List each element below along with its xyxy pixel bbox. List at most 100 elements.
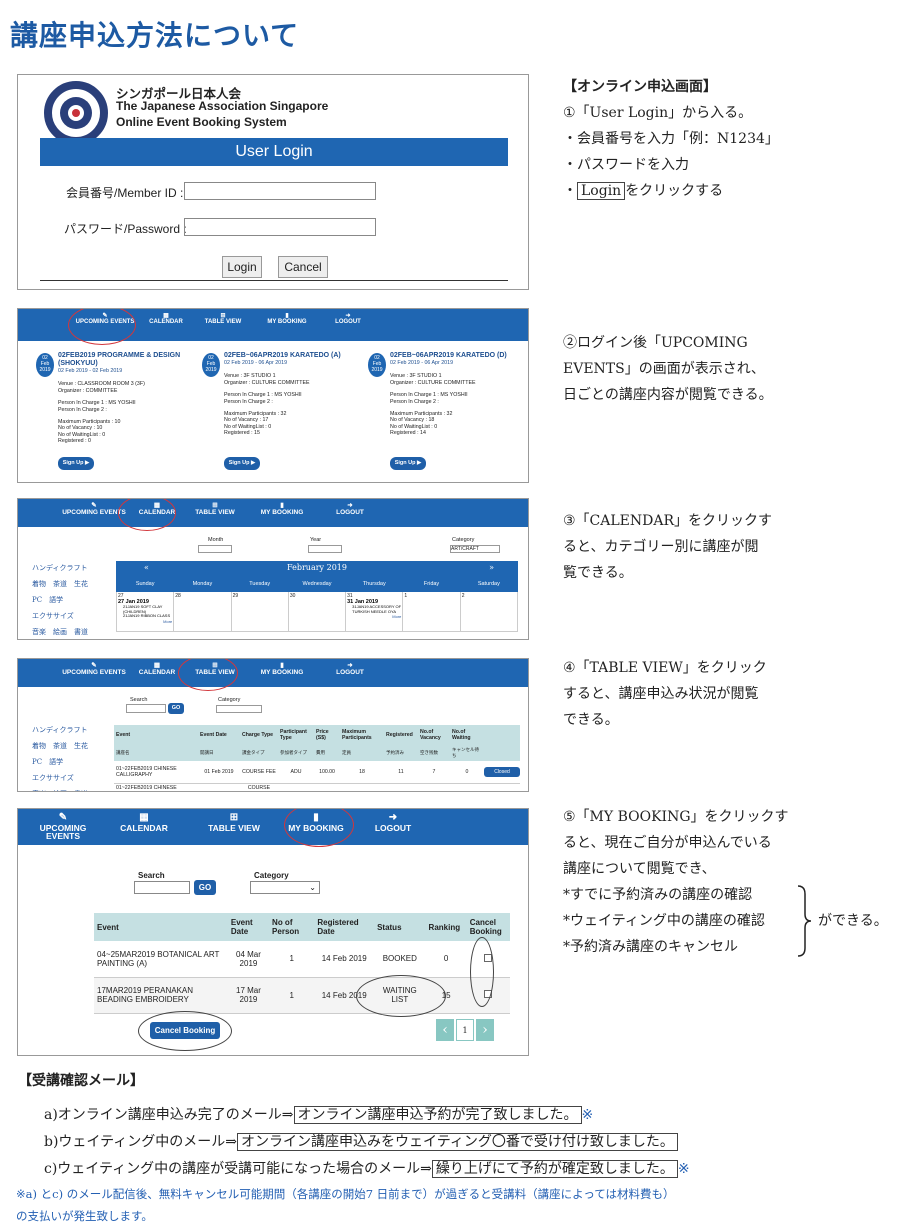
nav-table[interactable]: ⊞TABLE VIEW	[192, 309, 254, 341]
column-header-ja: 参加者タイプ	[280, 750, 307, 755]
category-item[interactable]: PC 語学	[32, 758, 64, 766]
go-button[interactable]: GO	[168, 703, 184, 714]
event-title[interactable]: 02FEB2019 PROGRAMME & DESIGN (SHOKYUU)	[58, 352, 181, 367]
event-max: Maximum Participants : 32	[390, 411, 453, 418]
cancel-booking-button[interactable]: Cancel Booking	[150, 1022, 220, 1039]
category-select[interactable]: ART/CRAFT	[450, 545, 500, 553]
weekday-cell: Sunday	[115, 575, 175, 592]
s5b-line: *すでに予約済みの講座の確認	[563, 887, 753, 903]
more-link[interactable]: More	[392, 614, 402, 620]
sign-up-button[interactable]: Sign Up ▶	[390, 457, 426, 470]
nav-logout[interactable]: ➜LOGOUT	[318, 659, 382, 687]
column-header: Event	[97, 922, 119, 932]
member-id-input[interactable]	[184, 182, 376, 200]
go-button[interactable]: GO	[194, 880, 216, 895]
search-input[interactable]	[134, 881, 190, 894]
nav-logout-label: LOGOUT	[336, 508, 364, 516]
category-select[interactable]: ⌄	[250, 881, 320, 894]
year-select[interactable]	[308, 545, 342, 553]
highlight-circle	[284, 809, 354, 847]
next-page-button[interactable]: ›	[476, 1019, 494, 1041]
next-month-button[interactable]: »	[489, 563, 494, 572]
category-item[interactable]: 音楽 絵画 書道	[32, 789, 118, 791]
nav-booking[interactable]: ▮MY BOOKING	[254, 309, 320, 341]
nav-upcoming[interactable]: ✎UPCOMING EVENTS	[32, 809, 94, 845]
logout-icon: ➜	[347, 662, 353, 669]
day-cell[interactable]: 29	[230, 591, 289, 632]
page-title: 講座申込方法について	[10, 19, 300, 52]
nav-calendar[interactable]: ▦CALENDAR	[130, 659, 184, 687]
step4-text: ④「TABLE VIEW」をクリックすると、講座申込み状況が閲覧できる。	[563, 655, 767, 733]
event-org: Organizer : COMMITTEE	[58, 387, 118, 394]
nav-logout[interactable]: ➜LOGOUT	[358, 809, 428, 845]
step1-text: 【オンライン申込画面】 ①「User Login」から入る。 ・会員番号を入力「…	[563, 74, 779, 204]
event-title[interactable]: 02FEB~06APR2019 KARATEDO (A)	[224, 352, 341, 359]
category-select[interactable]	[216, 705, 262, 713]
prev-month-button[interactable]: «	[144, 563, 149, 572]
login-header: User Login	[40, 138, 508, 166]
closed-button[interactable]: Closed	[484, 766, 520, 777]
column-header: Event Date	[230, 918, 253, 936]
day-cell[interactable]: 2	[459, 591, 519, 632]
category-item[interactable]: エクササイズ	[32, 612, 74, 620]
month-select[interactable]	[198, 545, 232, 553]
sign-up-button[interactable]: Sign Up ▶	[58, 457, 94, 470]
event-title[interactable]: 02FEB~06APR2019 KARATEDO (D)	[390, 352, 507, 359]
calendar-event-item[interactable]: 21JAN19 RIBBON CLASS	[123, 613, 171, 619]
nav-booking-label: MY BOOKING	[267, 319, 307, 326]
table-cell: COURSE	[247, 784, 271, 791]
prev-page-button[interactable]: ‹	[436, 1019, 454, 1041]
nav-calendar[interactable]: ▦CALENDAR	[140, 309, 192, 341]
event-reg: Registered : 0	[58, 438, 91, 445]
nav-booking-label: MY BOOKING	[260, 508, 304, 516]
category-item[interactable]: ハンディクラフト	[32, 726, 88, 734]
search-input[interactable]	[126, 704, 166, 713]
step3-text: ③「CALENDAR」をクリックすると、カテゴリー別に講座が閲覧できる。	[563, 508, 772, 586]
category-item[interactable]: 着物 茶道 生花	[32, 742, 88, 750]
event-org: Organizer : CULTURE COMMITTEE	[390, 379, 476, 386]
event-reg: Registered : 15	[224, 430, 260, 437]
calendar-icon: ▦	[139, 812, 149, 823]
page-number[interactable]: 1	[456, 1019, 474, 1041]
category-item[interactable]: 着物 茶道 生花	[32, 580, 88, 588]
event-venue: Venue : CLASSROOM ROOM 3 (3F)	[58, 381, 145, 388]
bookmark-icon: ▮	[285, 313, 289, 319]
day-cell[interactable]: 1	[402, 591, 461, 632]
nav-logout[interactable]: ➜LOGOUT	[320, 309, 376, 341]
column-header-ja: 開講日	[200, 750, 214, 755]
nav-table[interactable]: ⊞TABLE VIEW	[194, 809, 274, 845]
nav-table[interactable]: ⊞TABLE VIEW	[184, 499, 246, 527]
event-card: 02FEB2019 PROGRAMME & DESIGN (SHOKYUU)02…	[58, 352, 200, 445]
calendar-event-item[interactable]: 21JAN19 SOFT CLAY (CHILDREN)	[123, 604, 163, 614]
org-name-ja: シンガポール日本人会	[116, 87, 242, 101]
login-button[interactable]: Login	[222, 256, 262, 278]
nav-upcoming[interactable]: ✎UPCOMING EVENTS	[58, 499, 130, 527]
category-item[interactable]: ハンディクラフト	[32, 564, 88, 572]
sign-up-button[interactable]: Sign Up ▶	[224, 457, 260, 470]
cancel-button[interactable]: Cancel	[278, 256, 328, 278]
nav-upcoming[interactable]: ✎UPCOMING EVENTS	[58, 659, 130, 687]
category-item[interactable]: PC 語学	[32, 596, 64, 604]
nav-booking-label: MY BOOKING	[260, 668, 304, 676]
calendar-event-item[interactable]: 31JAN19 ACCESSORY OF TURKISH NEEDLE OYA	[352, 604, 402, 614]
day-cell[interactable]: 30	[287, 591, 347, 632]
table-cell-status: BOOKED	[382, 954, 417, 964]
nav-calendar[interactable]: ▦CALENDAR	[94, 809, 194, 845]
nav-logout[interactable]: ➜LOGOUT	[318, 499, 382, 527]
day-cell[interactable]: 28	[173, 591, 232, 632]
highlight-circle	[178, 659, 238, 691]
category-item[interactable]: 音楽 絵画 書道	[32, 628, 88, 636]
password-input[interactable]	[184, 218, 376, 236]
nav-booking[interactable]: ▮MY BOOKING	[246, 499, 318, 527]
nav-booking[interactable]: ▮MY BOOKING	[246, 659, 318, 687]
weekday-cell: Wednesday	[287, 575, 347, 592]
calendar-icon: ▦	[163, 313, 169, 319]
category-item[interactable]: エクササイズ	[32, 774, 74, 782]
more-link[interactable]: More	[163, 618, 173, 624]
